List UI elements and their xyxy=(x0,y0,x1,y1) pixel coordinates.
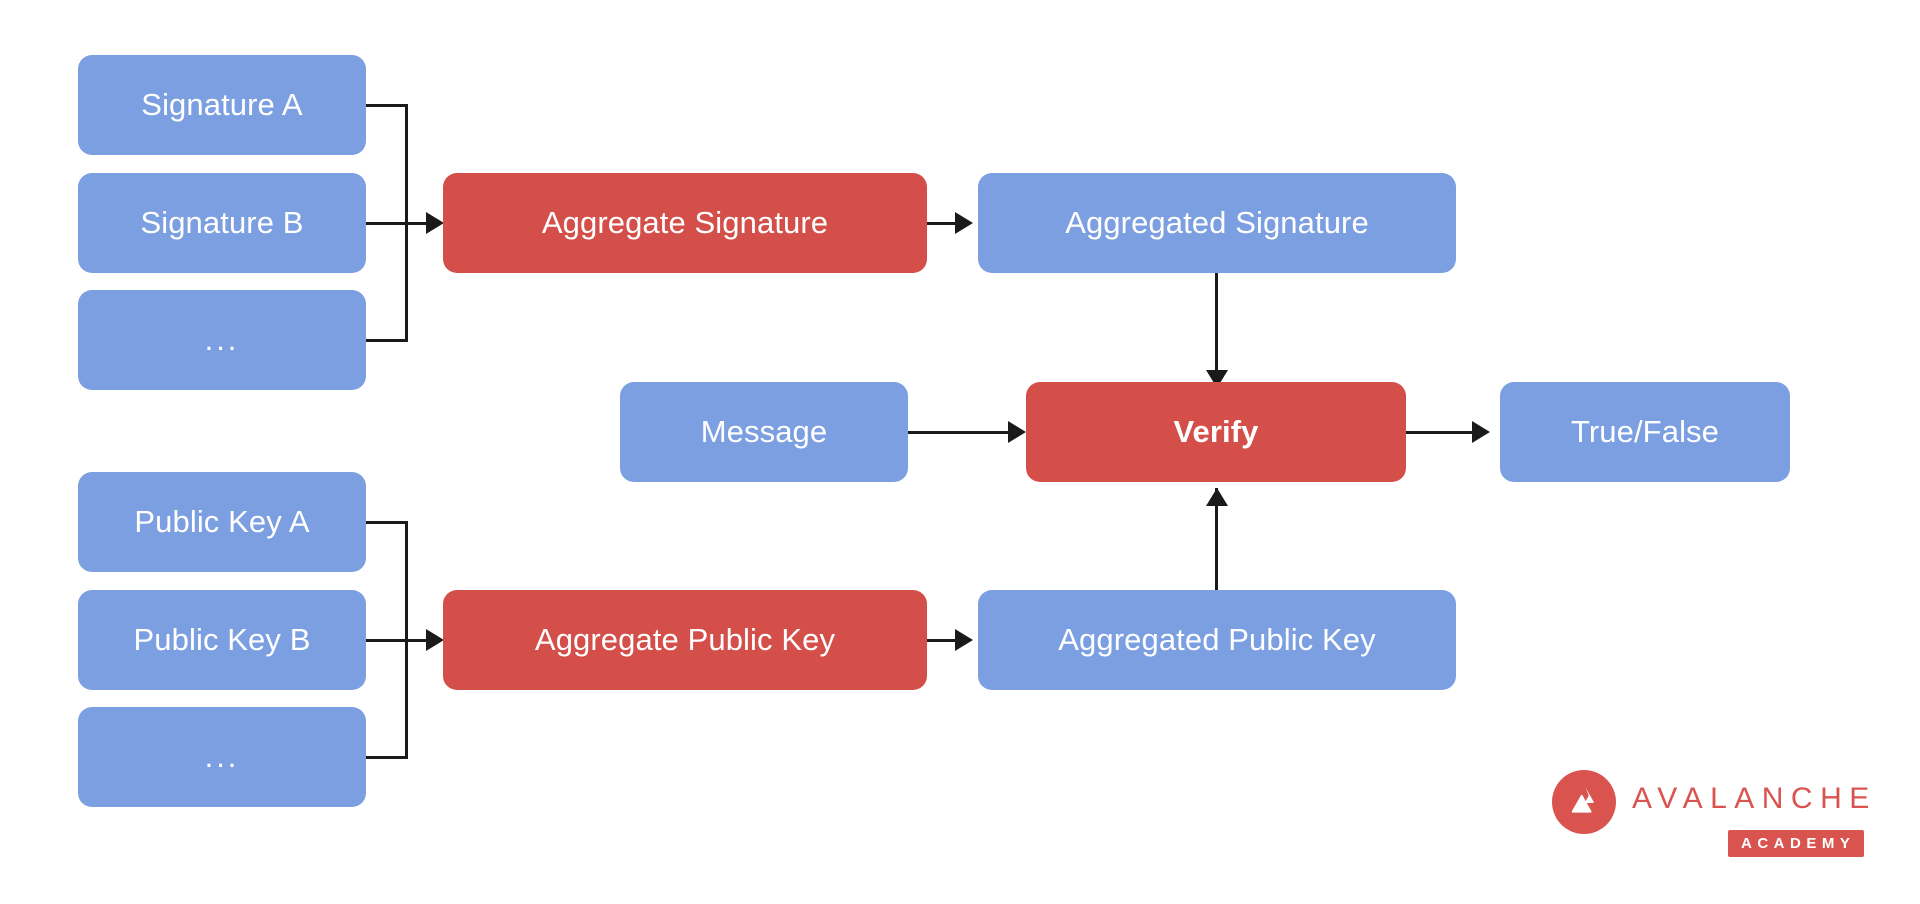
node-label: Message xyxy=(700,413,828,449)
logo-academy-badge: ACADEMY xyxy=(1728,830,1865,857)
node-label: Signature A xyxy=(141,86,303,122)
node-label: Aggregate Signature xyxy=(541,204,829,240)
connector-aggregated-signature-to-verify xyxy=(1215,273,1218,377)
node-signature-b: Signature B xyxy=(78,173,366,273)
logo-wordmark: AVALANCHE xyxy=(1632,782,1877,815)
connector-public-key-more-stub xyxy=(366,756,408,759)
connector-aggregate-to-aggregated-public-key xyxy=(927,639,957,642)
arrow-signature-to-aggregate xyxy=(426,212,444,234)
connector-public-key-b-stub xyxy=(366,639,436,642)
node-label: ... xyxy=(204,321,240,357)
node-label: Aggregated Signature xyxy=(1065,204,1369,240)
node-label: ... xyxy=(204,738,240,774)
arrow-verify-to-true-false xyxy=(1472,421,1490,443)
connector-aggregate-to-aggregated-signature xyxy=(927,222,957,225)
avalanche-academy-logo: AVALANCHE ACADEMY xyxy=(1552,768,1882,866)
connector-public-key-bus xyxy=(405,521,408,759)
connector-public-key-a-stub xyxy=(366,521,408,524)
node-label: Verify xyxy=(1173,413,1259,449)
node-signature-more: ... xyxy=(78,290,366,390)
node-label: Aggregated Public Key xyxy=(1058,621,1376,657)
connector-signature-b-stub xyxy=(366,222,436,225)
node-signature-a: Signature A xyxy=(78,55,366,155)
node-label: Aggregate Public Key xyxy=(534,621,836,657)
avalanche-triangle-icon xyxy=(1552,770,1616,834)
node-public-key-b: Public Key B xyxy=(78,590,366,690)
connector-signature-more-stub xyxy=(366,339,408,342)
node-label: Public Key B xyxy=(133,621,311,657)
node-aggregate-signature: Aggregate Signature xyxy=(443,173,927,273)
connector-verify-to-true-false xyxy=(1406,431,1480,434)
connector-signature-a-stub xyxy=(366,104,408,107)
arrow-aggregated-public-key-to-verify xyxy=(1206,488,1228,506)
node-label: Public Key A xyxy=(134,503,310,539)
node-aggregated-signature: Aggregated Signature xyxy=(978,173,1456,273)
arrow-public-key-to-aggregate xyxy=(426,629,444,651)
node-aggregated-public-key: Aggregated Public Key xyxy=(978,590,1456,690)
node-verify: Verify xyxy=(1026,382,1406,482)
arrow-aggregate-to-aggregated-public-key xyxy=(955,629,973,651)
node-label: Signature B xyxy=(140,204,304,240)
arrow-message-to-verify xyxy=(1008,421,1026,443)
connector-message-to-verify xyxy=(908,431,1016,434)
node-message: Message xyxy=(620,382,908,482)
connector-signature-bus xyxy=(405,104,408,342)
node-true-false: True/False xyxy=(1500,382,1790,482)
node-public-key-more: ... xyxy=(78,707,366,807)
node-label: True/False xyxy=(1570,413,1719,449)
node-public-key-a: Public Key A xyxy=(78,472,366,572)
connector-aggregated-public-key-to-verify xyxy=(1215,488,1218,590)
arrow-aggregate-to-aggregated-signature xyxy=(955,212,973,234)
node-aggregate-public-key: Aggregate Public Key xyxy=(443,590,927,690)
